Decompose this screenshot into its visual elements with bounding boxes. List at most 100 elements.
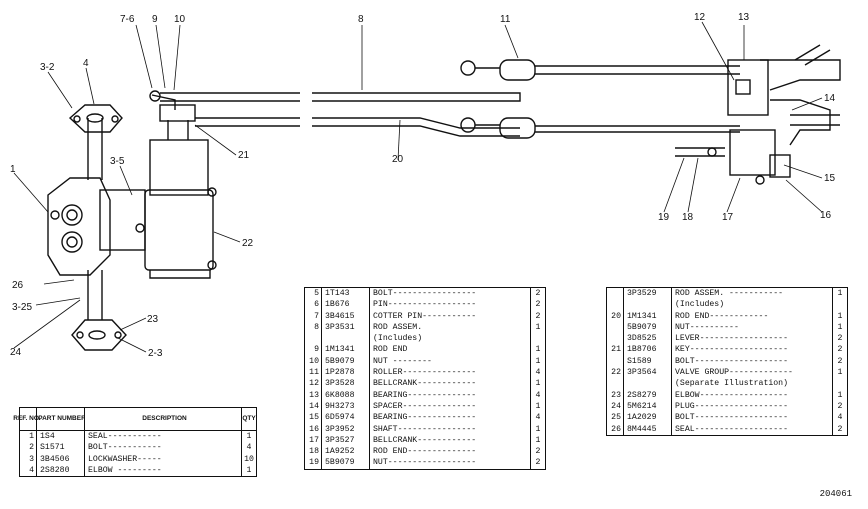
leader-3-25 [35, 297, 81, 306]
upper-flange-bolt-hole-left [73, 115, 81, 123]
callout-9: 9 [152, 14, 158, 25]
callout-15: 15 [824, 173, 836, 184]
valve-bolt-lr [207, 260, 217, 270]
roller-shafts [475, 67, 500, 126]
figure-number: 204061 [819, 489, 852, 499]
upper-flange-bolt-hole-right [111, 115, 119, 123]
leader-24 [13, 299, 81, 349]
callout-10: 10 [174, 14, 186, 25]
part-number: 3B4615 [322, 310, 370, 322]
table-row: (Includes) [607, 299, 847, 311]
upper-elbow-pipe [87, 118, 103, 180]
quantity: 4 [837, 413, 843, 423]
ref-number: 17 [305, 434, 322, 447]
adapter-block [99, 189, 146, 251]
part-number [322, 333, 370, 345]
ref-number: 1 [20, 431, 37, 443]
valve-group-base [149, 270, 211, 279]
ref-number: 16 [305, 423, 322, 435]
quantity: 2 [535, 447, 541, 457]
part-number: 3P3529 [624, 288, 672, 300]
quantity: 2 [837, 424, 843, 434]
leader-22 [213, 231, 241, 243]
callout-1: 1 [10, 164, 16, 175]
upper-arm [535, 65, 740, 75]
part-number: 3P3528 [322, 378, 370, 390]
description: BOLT----------- [85, 442, 242, 454]
nut-16 [755, 175, 765, 185]
quantity [833, 378, 847, 389]
bellcrank-lower-block [729, 129, 776, 176]
upper-clevis [499, 59, 536, 81]
callout-26: 26 [12, 280, 24, 291]
nut-19 [707, 147, 717, 157]
rod-end-pin [149, 90, 161, 102]
ref-number: 12 [305, 378, 322, 390]
table-row: (Includes) [305, 333, 545, 345]
description: ROD ASSEM. ----------- [672, 288, 833, 300]
part-number: 1M1341 [322, 344, 370, 356]
linkage-drawing [47, 44, 841, 351]
description: ELBOW --------- [85, 464, 242, 477]
valve-bolt-ur [207, 187, 217, 197]
part-number: 1M1341 [624, 310, 672, 322]
quantity: 1 [535, 424, 541, 434]
leader-20 [397, 119, 401, 161]
part-number: 3P3952 [322, 423, 370, 435]
lower-clevis [499, 117, 536, 139]
part-number: 5B9079 [322, 457, 370, 469]
lower-arm [535, 125, 740, 133]
callout-12: 12 [694, 12, 706, 23]
description: PIN------------------ [370, 299, 531, 311]
quantity: 2 [837, 345, 843, 355]
part-number: 3B4506 [37, 453, 85, 465]
callout-17: 17 [722, 212, 734, 223]
quantity: 2 [837, 356, 843, 366]
upper-elbow-opening [86, 113, 104, 123]
callout-13: 13 [738, 12, 750, 23]
description: SEAL----------- [85, 431, 242, 443]
quantity: 2 [535, 458, 541, 468]
quantity: 1 [837, 289, 843, 298]
quantity: 2 [535, 311, 541, 321]
description: ROD END------------ [672, 310, 833, 322]
description: BOLT------------------- [672, 412, 833, 424]
quantity: 4 [535, 390, 541, 400]
ref-number: 2 [20, 442, 37, 454]
ref-number [607, 321, 624, 334]
header-qty: QTY [242, 415, 256, 423]
lower-flange-bolt-hole-left [76, 331, 84, 339]
part-number: 3P3564 [624, 367, 672, 379]
part-number [624, 378, 672, 390]
description: BOLT------------------- [672, 355, 833, 368]
ref-number [607, 333, 624, 345]
callout-3-25: 3-25 [12, 302, 32, 313]
flange-port-lower-inner [66, 236, 78, 248]
description: ROLLER--------------- [370, 367, 531, 379]
leader-21 [194, 124, 237, 156]
quantity: 4 [535, 368, 541, 378]
quantity: 1 [837, 322, 843, 332]
callout-19: 19 [658, 212, 670, 223]
part-number: 2S8280 [37, 464, 85, 477]
part-number: 9H3273 [322, 400, 370, 413]
quantity: 1 [535, 379, 541, 389]
description: SEAL------------------- [672, 423, 833, 435]
quantity [531, 333, 545, 344]
quantity: 1 [535, 345, 541, 355]
